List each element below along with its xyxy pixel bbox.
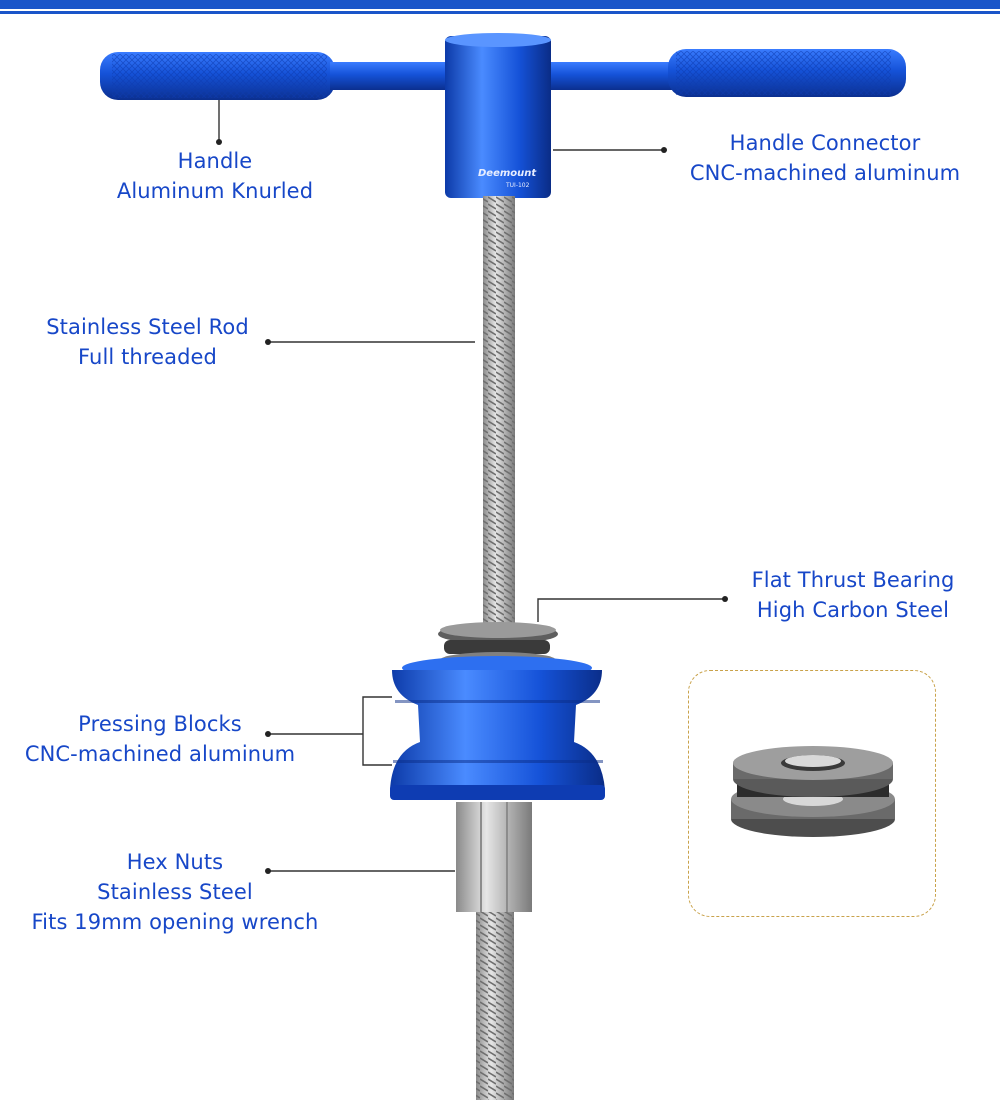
handle-label: Handle Aluminum Knurled	[116, 149, 314, 203]
hex-nut	[456, 802, 532, 912]
bearing-label: Flat Thrust Bearing High Carbon Steel	[751, 568, 955, 622]
leader-lines	[218, 100, 725, 872]
top-border-bar	[0, 0, 1000, 14]
rod-label: Stainless Steel Rod Full threaded	[46, 315, 249, 369]
handle-connector-label: Handle Connector CNC-machined aluminum	[689, 131, 961, 185]
pressing-blocks-label: Pressing Blocks CNC-machined aluminum	[24, 712, 296, 766]
handle-connector: Deemount TUI-102	[445, 33, 551, 198]
bearing-inset-frame	[688, 670, 936, 917]
brand-logo: Deemount	[478, 168, 537, 179]
leader-dots	[216, 139, 728, 874]
brand-model: TUI-102	[505, 182, 530, 189]
bearing-closeup-image	[731, 746, 895, 837]
hex-nuts-label: Hex Nuts Stainless Steel Fits 19mm openi…	[31, 850, 319, 934]
pressing-blocks	[390, 656, 605, 800]
threaded-rod	[476, 196, 515, 1100]
right-handle	[540, 49, 906, 97]
left-handle	[100, 52, 450, 100]
